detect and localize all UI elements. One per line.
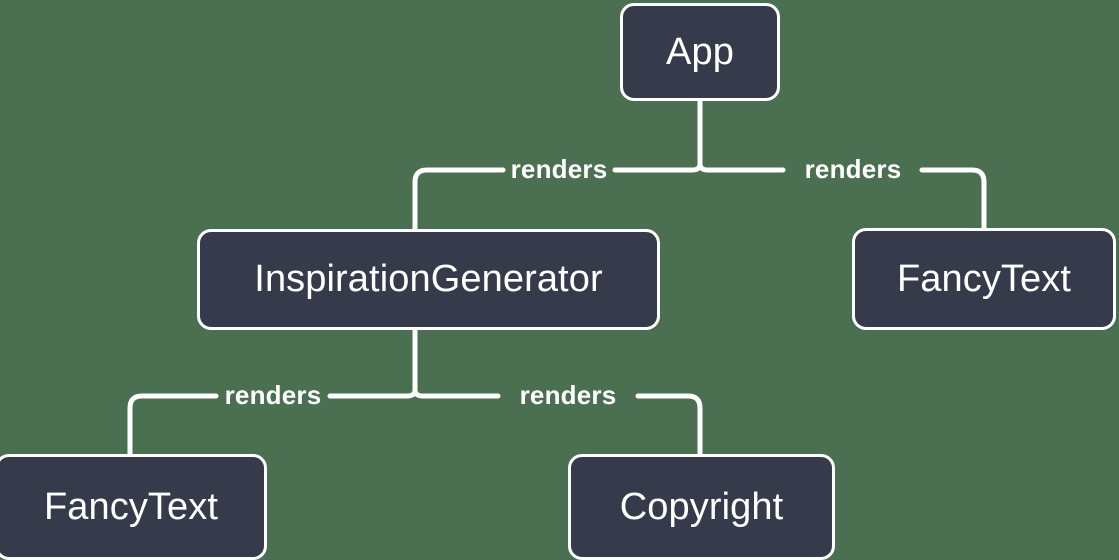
edge-label-app-to-fancytext-right: renders <box>804 154 902 184</box>
edge-label-app-to-inspirationgenerator: renders <box>510 154 608 184</box>
node-copyright-label: Copyright <box>619 485 784 528</box>
node-inspiration-generator-label: InspirationGenerator <box>254 258 603 300</box>
node-fancy-text-bottom-label: FancyText <box>43 485 219 528</box>
node-fancy-text-right-label: FancyText <box>896 257 1072 300</box>
node-fancy-text-bottom[interactable]: FancyText <box>0 454 267 560</box>
edge-inspirationgenerator-to-fancytext-b <box>127 393 219 459</box>
edge-label-inspirationgenerator-to-copyright: renders <box>519 380 617 410</box>
edge-app-to-fancytext-right-b <box>919 167 987 232</box>
edge-inspirationgenerator-to-fancytext-a <box>327 380 418 399</box>
node-copyright[interactable]: Copyright <box>568 454 835 560</box>
edge-app-to-inspirationgenerator-b <box>412 167 506 234</box>
edge-app-to-inspirationgenerator-a <box>612 154 703 173</box>
node-app[interactable]: App <box>620 3 780 101</box>
node-app-label: App <box>666 30 734 73</box>
node-inspiration-generator[interactable]: InspirationGenerator <box>197 229 660 330</box>
edge-app-to-fancytext-right-a <box>697 154 786 173</box>
edge-label-inspirationgenerator-to-fancytext: renders <box>224 380 322 410</box>
node-fancy-text-right[interactable]: FancyText <box>852 228 1116 330</box>
edge-inspirationgenerator-to-copyright-a <box>412 380 501 399</box>
edge-inspirationgenerator-to-copyright-b <box>635 393 703 459</box>
